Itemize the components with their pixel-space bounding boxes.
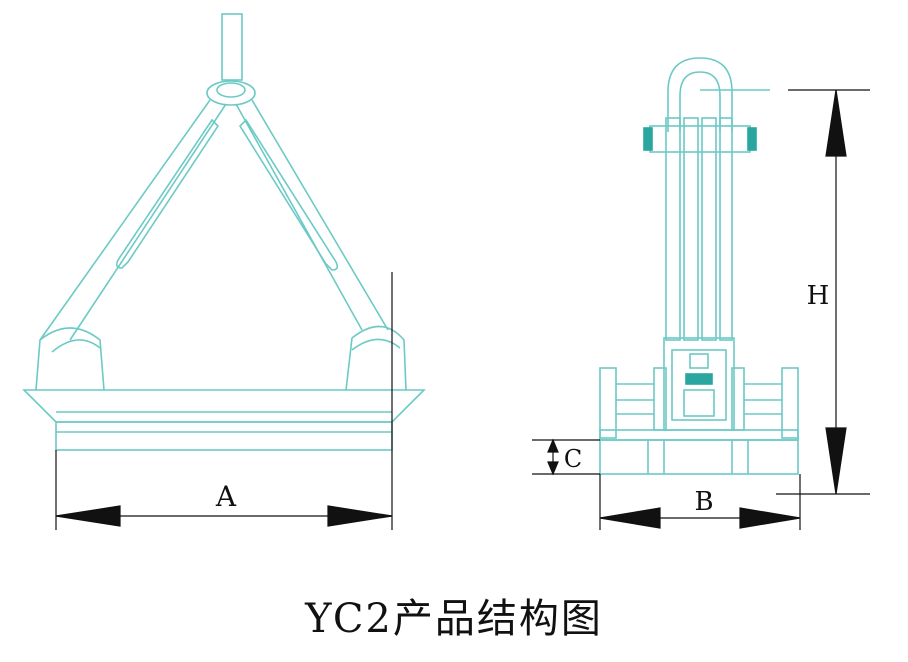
side-bolt-left-nut [643, 127, 653, 151]
left-foot-curve [51, 339, 101, 353]
side-arm-2 [683, 117, 699, 341]
right-arm-outer [251, 99, 389, 331]
side-arm-4 [719, 117, 733, 341]
side-hook-inner [679, 71, 721, 132]
right-foot-block [345, 325, 407, 391]
hanging-rod [221, 13, 243, 81]
dimension-h-top-arrow [825, 89, 847, 157]
side-base-top [599, 429, 799, 441]
front-view [22, 13, 426, 451]
base-plate [55, 421, 393, 451]
side-hook-outer [667, 57, 733, 132]
dimension-b [599, 474, 801, 530]
dimension-c-top-arrow [547, 438, 559, 453]
top-shackle-inner [216, 82, 246, 98]
right-arm-slot [238, 118, 339, 271]
base-beam [22, 389, 426, 423]
dimension-a-right-arrow [327, 505, 393, 527]
side-center-pin [685, 373, 713, 385]
dimension-a-label: A [215, 480, 237, 513]
left-arm-outer [39, 99, 211, 341]
dimension-a-left-arrow [55, 505, 121, 527]
left-foot-block [35, 327, 105, 391]
left-arm-slot [115, 118, 220, 269]
right-arm-inner [235, 103, 363, 331]
dimension-h-bottom-arrow [825, 427, 847, 495]
dimension-h [776, 89, 870, 495]
side-bolt-right-nut [747, 127, 757, 151]
side-bolt-bar [649, 125, 751, 153]
top-shackle [206, 80, 256, 106]
dimension-b-right-arrow [739, 507, 801, 529]
left-arm-inner [69, 103, 227, 341]
side-center-inner [671, 349, 727, 421]
dimension-b-label: B [694, 487, 713, 517]
side-arm-1 [665, 117, 681, 341]
side-center-lower [683, 389, 715, 417]
dimension-c-label: C [564, 445, 582, 473]
side-base [599, 439, 799, 475]
side-view [599, 57, 799, 475]
dimension-c-bottom-arrow [547, 461, 559, 476]
dimension-b-left-arrow [599, 507, 661, 529]
side-left-post [599, 367, 617, 439]
side-right-post [781, 367, 799, 439]
dimension-h-label: H [807, 281, 830, 311]
side-center-lug [689, 353, 709, 369]
diagram-caption: YC2产品结构图 [305, 596, 603, 642]
right-foot-curve [351, 338, 401, 351]
dimension-a [55, 272, 393, 530]
dimension-c [532, 438, 600, 476]
side-arm-3 [701, 117, 717, 341]
